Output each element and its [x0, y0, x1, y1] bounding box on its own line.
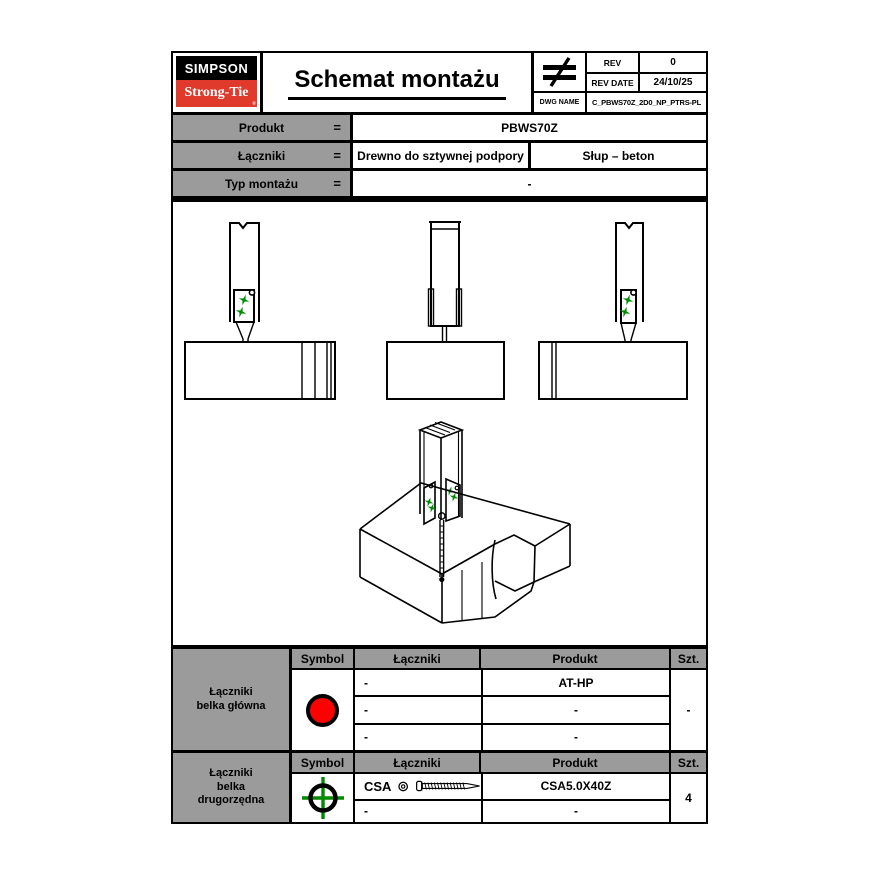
screw-head-end-view-icon [398, 781, 409, 792]
product-value: PBWS70Z [501, 120, 558, 135]
rev-value: 0 [638, 53, 706, 72]
table-header: Symbol Łączniki Produkt Szt. [292, 649, 706, 670]
qty-cell: - [669, 670, 706, 750]
header-qty: Szt. [669, 649, 706, 668]
screw-side-view-icon [415, 781, 480, 792]
green-crosshair-symbol-icon [301, 777, 344, 819]
header-fasteners: Łączniki [353, 649, 479, 668]
product-cell: CSA5.0X40Z [481, 774, 669, 799]
isometric-view [359, 421, 571, 624]
table-row: - AT-HP [355, 670, 669, 698]
simpson-strongtie-logo: SIMPSON Strong-Tie ® [173, 53, 263, 112]
equals-sign: = [333, 176, 341, 191]
fastener-code: CSA [364, 778, 392, 794]
product-cell: - [481, 724, 669, 750]
product-row: Produkt = PBWS70Z [173, 115, 706, 143]
red-circle-symbol-icon [306, 693, 339, 727]
registered-mark: ® [252, 102, 256, 107]
table-header: Symbol Łączniki Produkt Szt. [292, 753, 706, 774]
group-label-main-beam: Łączniki belka główna [173, 649, 292, 750]
drawing-title: Schemat montażu [263, 53, 534, 112]
title-block: SIMPSON Strong-Tie ® Schemat montażu REV… [173, 53, 706, 115]
mount-type-value: - [527, 176, 532, 191]
symbol-cell [292, 670, 353, 750]
header-fasteners: Łączniki [353, 753, 479, 772]
rev-date-label: REV DATE [585, 72, 638, 91]
mount-type-row: Typ montażu = - [173, 171, 706, 199]
symbol-cell [292, 774, 353, 822]
dwg-name-label: DWG NAME [534, 91, 585, 112]
logo-simpson: SIMPSON [176, 56, 257, 80]
table-row: CSA CSA5.0X40 [355, 774, 669, 801]
group-label-secondary-beam: Łączniki belka drugorzędna [173, 753, 292, 822]
header-symbol: Symbol [292, 649, 353, 668]
table-row: - - [355, 800, 669, 822]
revision-table: REV 0 REV DATE 24/10/25 DWG NAME C_PBWS7… [534, 53, 706, 112]
fastener-table-main-beam: Łączniki belka główna Symbol Łączniki Pr… [173, 646, 706, 750]
fastener-cell: - [364, 675, 368, 690]
left-side-view [184, 222, 336, 400]
fasteners-value-2: Słup – beton [528, 143, 706, 168]
front-view [386, 221, 505, 400]
header-product: Produkt [479, 753, 669, 772]
fastener-cell: - [364, 804, 368, 819]
mount-type-label: Typ montażu [224, 176, 299, 191]
dwg-name-value: C_PBWS70Z_2D0_NP_PTRS-PL [585, 91, 706, 112]
fastener-cell: - [364, 702, 368, 717]
product-cell: - [481, 697, 669, 723]
fastener-cell: - [364, 730, 368, 745]
rev-date-value: 24/10/25 [638, 72, 706, 91]
table-row: - - [355, 724, 669, 750]
equals-sign: = [333, 148, 341, 163]
header-symbol: Symbol [292, 753, 353, 772]
logo-strongtie: Strong-Tie ® [176, 80, 257, 107]
drawing-area [173, 199, 706, 646]
table-row: - - [355, 697, 669, 725]
right-side-view [538, 222, 688, 400]
product-cell: AT-HP [481, 670, 669, 696]
fasteners-label: Łączniki [237, 148, 286, 163]
header-qty: Szt. [669, 753, 706, 772]
projection-symbol-icon [534, 53, 585, 91]
equals-sign: = [333, 120, 341, 135]
rev-label: REV [585, 53, 638, 72]
drawing-sheet: SIMPSON Strong-Tie ® Schemat montażu REV… [171, 51, 708, 824]
fasteners-row: Łączniki = Drewno do sztywnej podpory Słu… [173, 143, 706, 171]
fastener-cell: CSA [355, 774, 481, 799]
qty-cell: 4 [669, 774, 706, 822]
product-label: Produkt [238, 120, 285, 135]
fastener-table-secondary-beam: Łączniki belka drugorzędna Symbol Łączni… [173, 750, 706, 822]
fasteners-value-1: Drewno do sztywnej podpory [357, 148, 524, 163]
header-product: Produkt [479, 649, 669, 668]
product-cell: - [481, 800, 669, 822]
